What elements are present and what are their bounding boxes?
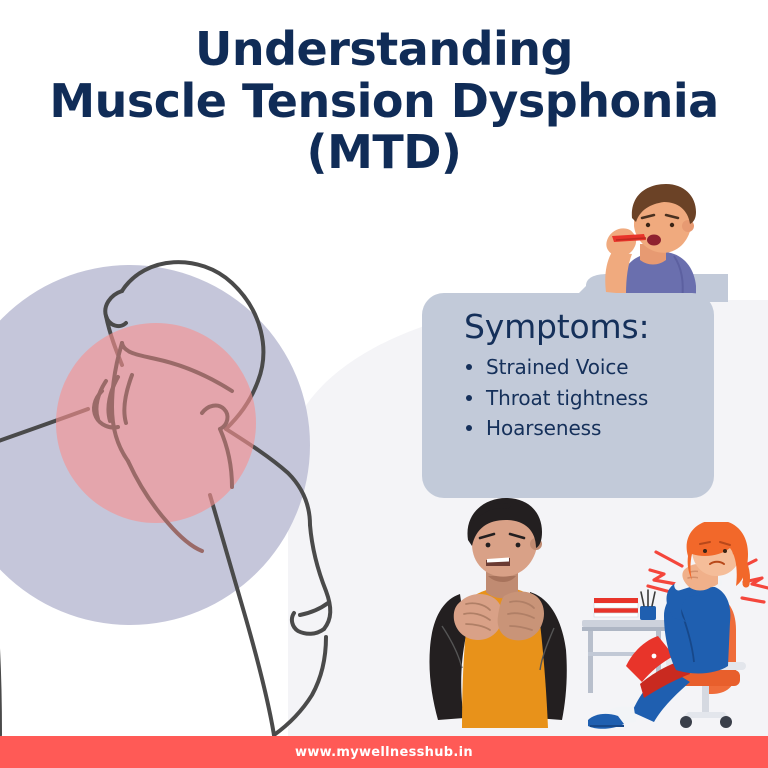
arm	[605, 252, 632, 294]
open-mouth	[647, 234, 661, 246]
hair	[686, 520, 748, 586]
title-line-1: Understanding	[195, 22, 573, 76]
bullet-icon	[466, 425, 472, 432]
shirt	[617, 252, 696, 302]
illustration-man-coughing	[578, 182, 728, 302]
hair	[631, 184, 696, 224]
hand-right	[497, 591, 544, 641]
legs	[632, 668, 690, 722]
symptom-item-2: Throat tightness	[462, 383, 714, 414]
arm	[666, 580, 700, 622]
symptoms-list: Strained Voice Throat tightness Hoarsene…	[462, 352, 714, 444]
page-title: Understanding Muscle Tension Dysphonia (…	[0, 22, 768, 180]
hand-left	[453, 594, 503, 640]
footer-bar: www.mywellnesshub.in	[0, 736, 768, 768]
hero-illustration-person-holding-neck	[0, 195, 390, 740]
symptom-label-2: Throat tightness	[486, 385, 649, 410]
illustration-woman-at-desk-neck-pain	[578, 520, 768, 740]
pain-highlight-circle	[56, 323, 256, 523]
symptom-label-3: Hoarseness	[486, 416, 602, 441]
website-url[interactable]: www.mywellnesshub.in	[295, 744, 473, 760]
title-line-3: (MTD)	[306, 125, 462, 180]
hand	[606, 228, 637, 256]
title-line-2: Muscle Tension Dysphonia	[49, 73, 719, 128]
pen-holder	[640, 589, 656, 620]
books-stack	[593, 598, 639, 618]
symptom-item-3: Hoarseness	[462, 413, 714, 444]
symptom-item-1: Strained Voice	[462, 352, 714, 383]
symptoms-heading: Symptoms:	[464, 307, 650, 346]
symptom-label-1: Strained Voice	[486, 354, 629, 379]
illustration-man-holding-throat	[418, 498, 608, 740]
bullet-icon	[466, 364, 472, 371]
bullet-icon	[466, 394, 472, 401]
symptoms-panel: Symptoms: Strained Voice Throat tightnes…	[422, 293, 714, 498]
